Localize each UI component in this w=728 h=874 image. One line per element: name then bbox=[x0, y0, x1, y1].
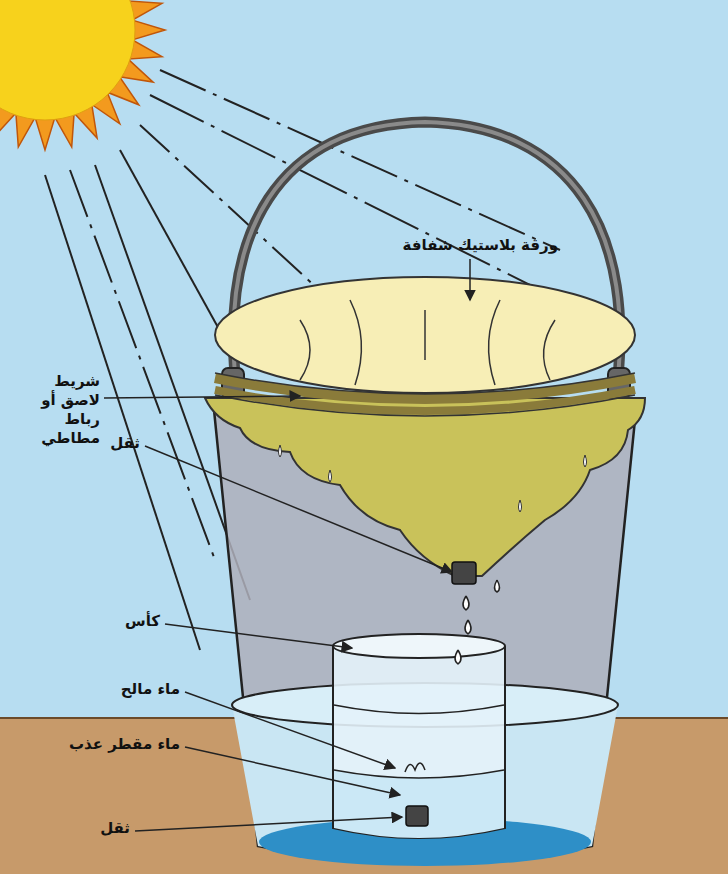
part-label: شريط لاصق أو رباط مطاطي bbox=[14, 372, 100, 448]
sun-shape bbox=[0, 0, 180, 155]
part-label: ثقل bbox=[70, 819, 130, 838]
part-label: ماء مالح bbox=[70, 680, 180, 699]
part-label: ثقل bbox=[90, 434, 140, 453]
part-label: ورقة بلاستيك شفافة bbox=[378, 236, 558, 255]
part-label: ماء مقطر عذب bbox=[30, 735, 180, 754]
weight bbox=[452, 562, 476, 584]
part-label: كأس bbox=[100, 612, 160, 631]
plastic-sheet bbox=[215, 277, 635, 393]
beaker bbox=[333, 646, 505, 838]
plastic-cone bbox=[205, 398, 645, 576]
sun bbox=[0, 0, 180, 155]
